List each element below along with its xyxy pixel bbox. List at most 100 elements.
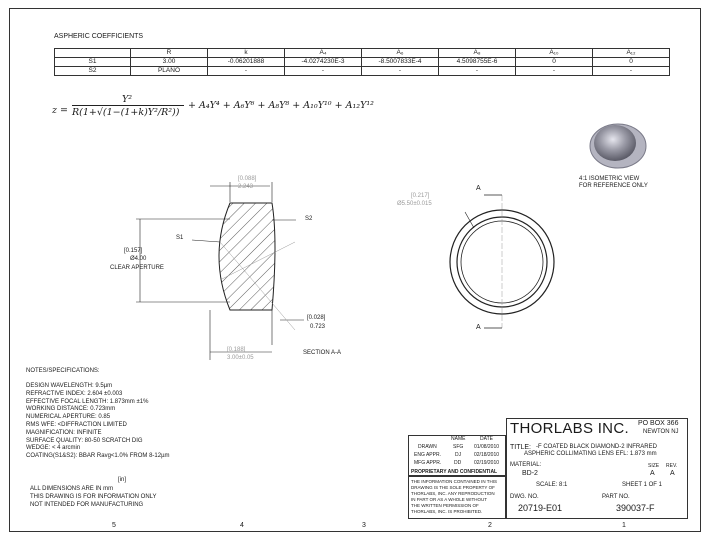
aperture-dim-in: [0.157] [124, 248, 143, 254]
section-view-drawing [136, 182, 304, 360]
table-cell: -4.0274230E-3 [284, 57, 362, 67]
address-line-2: NEWTON NJ [643, 429, 679, 435]
table-header-row: R k A₄ A₆ A₈ A₁₀ A₁₂ [54, 48, 670, 58]
note-line: REFRACTIVE INDEX: 2.604 ±0.003 [26, 390, 123, 397]
note-line: RMS WFE: <DIFFRACTION LIMITED [26, 421, 127, 428]
note-line: COATING(S1&S2): BBAR Ravg<1.0% FROM 8-12… [26, 453, 170, 460]
part-no-label: PART NO. [602, 494, 630, 500]
part-no-value: 390037-F [616, 503, 655, 513]
aperture-dim-mm: Ø4.00 [130, 256, 147, 262]
footer-line: NOT INTENDED FOR MANUFACTURING [30, 501, 144, 508]
table-row: S1 3.00 -0.06201888 -4.0274230E-3 -8.500… [54, 57, 670, 67]
footer-line: ALL DIMENSIONS ARE IN mm [30, 486, 114, 492]
table-cell: - [592, 66, 670, 76]
zone-label: 4 [240, 522, 244, 529]
table-cell: - [438, 66, 516, 76]
proprietary-line: DRAWING IS THE SOLE PROPERTY OF [411, 485, 495, 490]
edge-dim-mm: 0.723 [310, 324, 326, 330]
clear-aperture-label: CLEAR APERTURE [110, 265, 164, 271]
dwg-no-value: 20719-E01 [518, 503, 563, 513]
table-cell: A₁₀ [515, 48, 593, 58]
footer-line: THIS DRAWING IS FOR INFORMATION ONLY [30, 493, 157, 500]
notes-footer: ALL DIMENSIONS ARE IN mm THIS DRAWING IS… [30, 486, 157, 509]
formula-lhs: z = [52, 105, 68, 116]
proprietary-line: IN PART OR AS A WHOLE WITHOUT [411, 497, 488, 502]
table-cell: 0 [515, 57, 593, 67]
table-cell: A₁₂ [592, 48, 670, 58]
approval-name: SFG [453, 444, 464, 450]
table-cell: A₄ [284, 48, 362, 58]
note-line: SURFACE QUALITY: 80-50 SCRATCH DIG [26, 437, 143, 444]
size-label: SIZE [648, 463, 660, 469]
table-cell: k [207, 48, 285, 58]
drawing-border [9, 8, 701, 532]
table-cell: R [130, 48, 208, 58]
bottom-dim-mm: 3.00±0.05 [227, 355, 254, 361]
approvals-header-name: NAME [451, 436, 466, 442]
note-line: MAGNIFICATION: INFINITE [26, 429, 102, 436]
title-line-1: -F COATED BLACK DIAMOND-2 INFRARED [536, 444, 657, 450]
table-cell: S1 [54, 57, 131, 67]
material-label: MATERIAL: [510, 462, 542, 468]
note-line: WORKING DISTANCE: 0.723mm [26, 406, 116, 413]
title-line-2: ASPHERIC COLLIMATING LENS EFL: 1.873 mm [524, 451, 657, 457]
approval-date: 01/08/2010 [474, 444, 500, 450]
coefficients-title: ASPHERIC COEFFICIENTS [54, 33, 144, 40]
table-row: S2 PLANO - - - - - - [54, 66, 670, 76]
table-cell: - [515, 66, 593, 76]
note-line: WEDGE: < 4 arcmin [26, 445, 81, 452]
proprietary-line: THE WRITTEN PERMISSION OF [411, 503, 479, 508]
bottom-dim-in: [0.188] [227, 347, 246, 353]
size-value: A [650, 470, 655, 477]
notes-list: DESIGN WAVELENGTH: 9.5µm REFRACTIVE INDE… [26, 383, 170, 461]
proprietary-text: THE INFORMATION CONTAINED IN THIS DRAWIN… [411, 479, 497, 515]
table-cell: -8.5007833E-4 [361, 57, 439, 67]
table-cell: 4.5098755E-6 [438, 57, 516, 67]
top-dim-in: [0.088] [238, 176, 257, 182]
approval-date: 02/19/2010 [474, 460, 500, 466]
note-line: EFFECTIVE FOCAL LENGTH: 1.873mm ±1% [26, 398, 149, 405]
scale-label: SCALE: 8:1 [536, 482, 568, 488]
table-cell: PLANO [130, 66, 208, 76]
approvals-header-date: DATE [480, 436, 493, 442]
edge-dim-in: [0.028] [307, 315, 326, 321]
zone-label: 3 [362, 522, 366, 529]
section-label: SECTION A-A [303, 350, 342, 356]
isometric-lens-image [589, 123, 647, 169]
surface-s2-label: S2 [305, 216, 313, 222]
sheet-label: SHEET 1 OF 1 [622, 482, 662, 488]
coefficients-table: R k A₄ A₆ A₈ A₁₀ A₁₂ S1 3.00 -0.06201888… [54, 48, 670, 76]
rev-value: A [670, 470, 675, 477]
units-label: [in] [118, 477, 127, 483]
table-cell: -0.06201888 [207, 57, 285, 67]
top-dim-mm: 2.243 [238, 184, 254, 190]
proprietary-block [408, 476, 506, 519]
surface-s1-label: S1 [176, 235, 184, 241]
approvals-block [408, 435, 506, 476]
table-cell: - [361, 66, 439, 76]
material-value: BD-2 [522, 470, 538, 477]
fraction-bar [72, 105, 184, 106]
formula-tail: + A₄Y⁴ + A₆Y⁶ + A₈Y⁸ + A₁₀Y¹⁰ + A₁₂Y¹² [188, 100, 374, 111]
proprietary-line: THORLABS, INC. IS PROHIBITED. [411, 509, 483, 514]
table-cell [54, 48, 131, 58]
title-label: TITLE: [510, 444, 532, 451]
table-cell: A₈ [438, 48, 516, 58]
note-line: NUMERICAL APERTURE: 0.85 [26, 414, 111, 421]
zone-label: 1 [622, 522, 626, 529]
approval-name: DJ [455, 452, 462, 458]
table-cell: 0 [592, 57, 670, 67]
proprietary-line: THE INFORMATION CONTAINED IN THIS [411, 479, 498, 484]
zone-label: 2 [488, 522, 492, 529]
cut-a-top: A [476, 185, 481, 192]
address-line-1: PO BOX 366 [638, 420, 679, 427]
approval-role: ENG APPR. [414, 452, 441, 458]
approval-date: 02/18/2010 [474, 452, 500, 458]
proprietary-line: THORLABS, INC. ANY REPRODUCTION [411, 491, 495, 496]
notes-heading: NOTES/SPECIFICATIONS: [26, 368, 100, 374]
approval-name: DD [454, 460, 462, 466]
table-cell: A₆ [361, 48, 439, 58]
formula-numerator: Y² [122, 94, 133, 105]
front-dia-mm: Ø5.50±0.015 [397, 201, 432, 207]
table-cell: 3.00 [130, 57, 208, 67]
